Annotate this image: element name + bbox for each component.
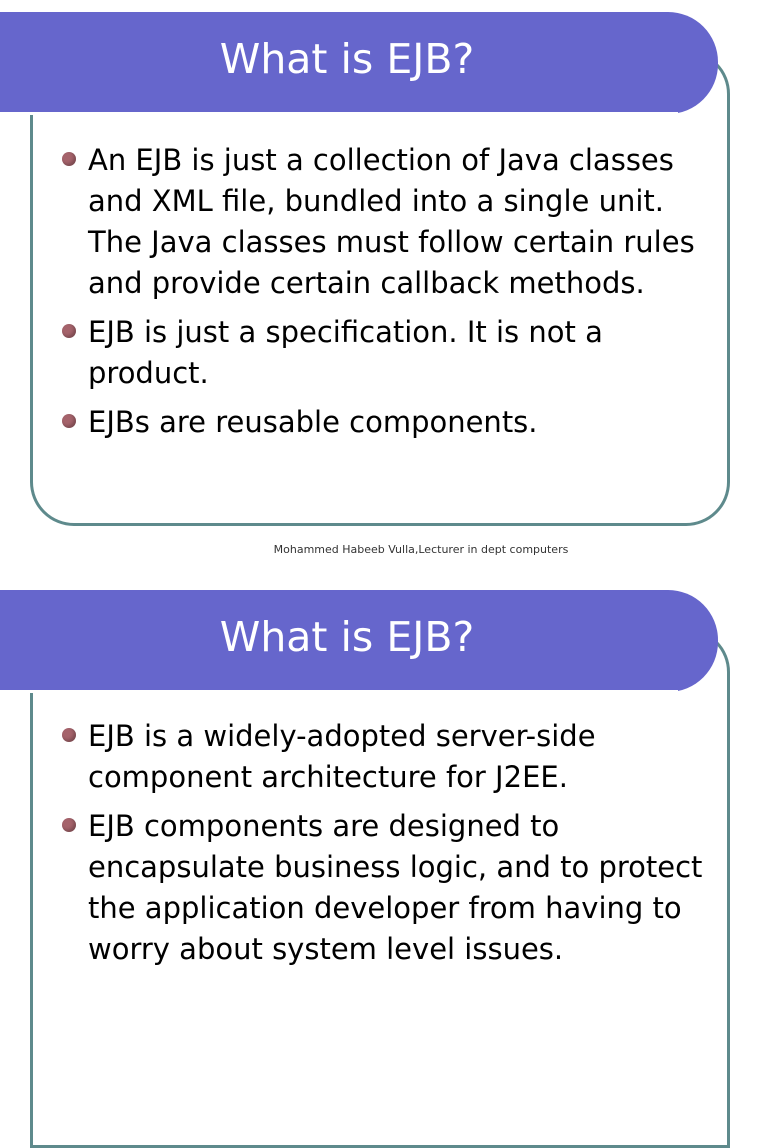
- slide-footer: Mohammed Habeeb Vulla,Lecturer in dept c…: [273, 543, 569, 556]
- bullet-list: EJB is a widely-adopted server-side comp…: [60, 716, 720, 978]
- slide-title: What is EJB?: [219, 35, 475, 83]
- bullet-item: EJB is a widely-adopted server-side comp…: [60, 716, 720, 798]
- slide-1: What is EJB? An EJB is just a collection…: [0, 0, 768, 530]
- bullet-text: EJB is a widely-adopted server-side comp…: [88, 719, 596, 794]
- bullet-dot-icon: [62, 324, 76, 338]
- title-underline: [0, 690, 678, 693]
- title-bar: What is EJB?: [0, 590, 718, 693]
- bullet-item: An EJB is just a collection of Java clas…: [60, 140, 720, 304]
- bullet-text: EJB components are designed to encapsula…: [88, 809, 703, 966]
- bullet-dot-icon: [62, 414, 76, 428]
- slide-title: What is EJB?: [219, 613, 475, 661]
- bullet-dot-icon: [62, 728, 76, 742]
- bullet-item: EJB components are designed to encapsula…: [60, 806, 720, 970]
- bullet-text: EJB is just a specification. It is not a…: [88, 315, 603, 390]
- title-underline: [0, 112, 678, 115]
- bullet-text: EJBs are reusable components.: [88, 405, 538, 439]
- bullet-list: An EJB is just a collection of Java clas…: [60, 140, 720, 451]
- bullet-dot-icon: [62, 818, 76, 832]
- slide-2: What is EJB? EJB is a widely-adopted ser…: [0, 578, 768, 1148]
- bullet-text: An EJB is just a collection of Java clas…: [88, 143, 695, 300]
- bullet-dot-icon: [62, 152, 76, 166]
- bullet-item: EJB is just a specification. It is not a…: [60, 312, 720, 394]
- slide-frame: [30, 50, 730, 526]
- bullet-item: EJBs are reusable components.: [60, 402, 720, 443]
- title-bar: What is EJB?: [0, 12, 718, 115]
